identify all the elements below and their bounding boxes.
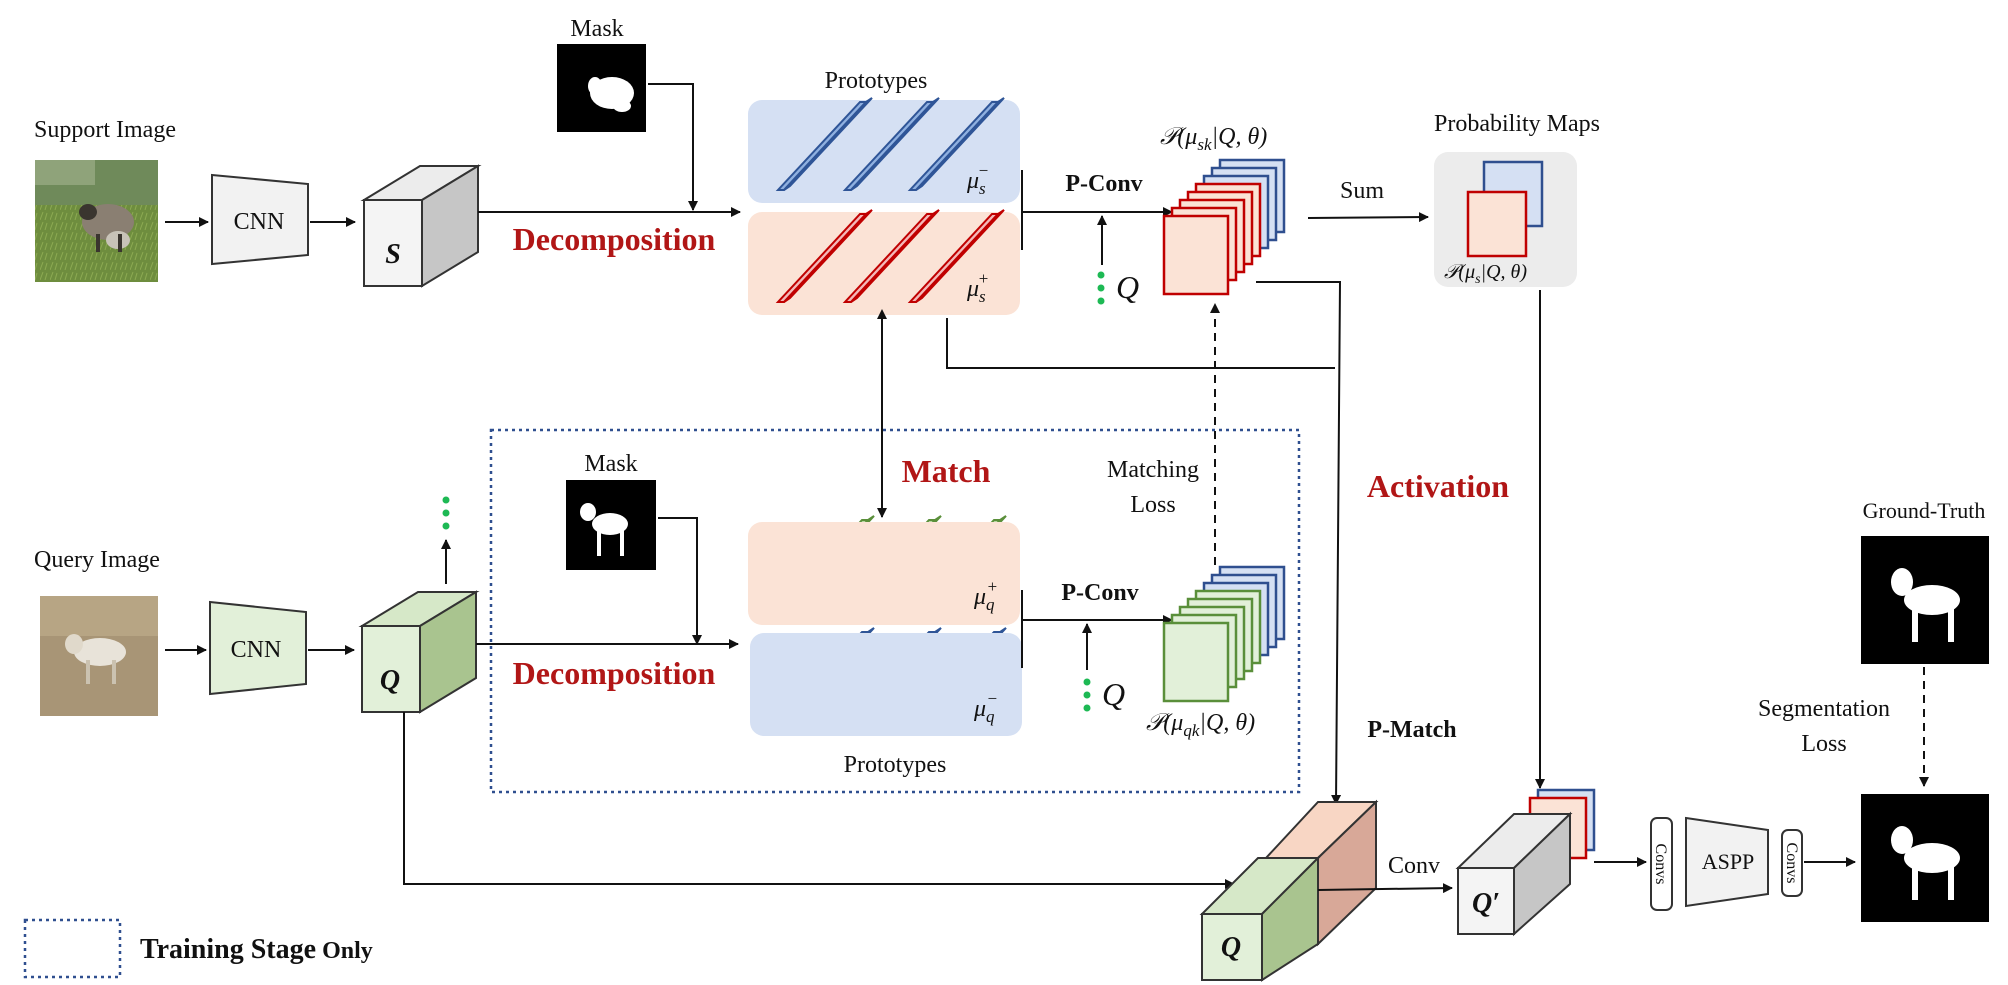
convs-block-b bbox=[1781, 829, 1803, 897]
p-match-label: P-Match bbox=[1367, 717, 1456, 743]
query-prototypes-label: Prototypes bbox=[844, 752, 947, 778]
query-feature-label: Q bbox=[380, 665, 400, 696]
support-pconv-label: P-Conv bbox=[1065, 171, 1142, 197]
support-mask-label: Mask bbox=[570, 16, 623, 42]
query-query-label: Q bbox=[1102, 676, 1125, 712]
support-negative-prototype-bar bbox=[907, 97, 1005, 191]
query-cnn-block bbox=[209, 600, 307, 696]
support-positive-prototype-bar bbox=[775, 209, 873, 303]
support-mu-neg: μs− bbox=[966, 161, 989, 198]
q-prime-cube bbox=[1455, 788, 1596, 937]
ground-truth-label: Ground-Truth bbox=[1863, 498, 1986, 523]
query-decomposition-label: Decomposition bbox=[513, 655, 716, 691]
concat-query-label: Q bbox=[1221, 932, 1241, 963]
support-feature-cube bbox=[360, 164, 482, 288]
support-probability-stack bbox=[1162, 158, 1286, 296]
probability-maps-label: Probability Maps bbox=[1434, 111, 1600, 137]
support-image-label: Support Image bbox=[34, 117, 176, 143]
query-mu-neg: μq− bbox=[973, 689, 998, 726]
query-feature-dots bbox=[442, 496, 450, 530]
support-image bbox=[35, 160, 158, 282]
support-feature-label: S bbox=[385, 239, 401, 270]
match-label: Match bbox=[902, 453, 991, 489]
sum-label: Sum bbox=[1340, 178, 1384, 204]
query-probability-label: 𝒫(μqk|Q, θ) bbox=[1146, 710, 1255, 740]
segmentation-loss-line2: Loss bbox=[1801, 731, 1846, 757]
query-mask-label: Mask bbox=[584, 451, 637, 477]
convs-label-a: Convs bbox=[1652, 844, 1669, 885]
matching-loss-line2: Loss bbox=[1130, 492, 1175, 518]
support-mu-pos: μs+ bbox=[966, 269, 989, 306]
support-cnn-block bbox=[211, 173, 309, 266]
query-image-label: Query Image bbox=[34, 547, 160, 573]
support-cnn-label: CNN bbox=[234, 209, 285, 235]
query-probability-stack bbox=[1162, 565, 1286, 703]
support-decomposition-label: Decomposition bbox=[513, 221, 716, 257]
convs-block-a bbox=[1650, 817, 1673, 911]
support-query-dots bbox=[1097, 271, 1105, 305]
query-mu-pos: μq+ bbox=[973, 577, 998, 614]
support-probability-label: 𝒫(μsk|Q, θ) bbox=[1160, 124, 1267, 154]
aspp-block bbox=[1685, 816, 1769, 908]
ground-truth-image bbox=[1861, 536, 1989, 664]
support-positive-prototype-bar bbox=[907, 209, 1005, 303]
matching-loss-line1: Matching bbox=[1107, 457, 1199, 483]
segmentation-loss-line1: Segmentation bbox=[1758, 696, 1890, 722]
query-pconv-label: P-Conv bbox=[1061, 580, 1138, 606]
legend-label: Training Stage Only bbox=[140, 934, 373, 965]
support-negative-prototype-bar bbox=[775, 97, 873, 191]
legend-swatch bbox=[23, 918, 122, 979]
query-feature-cube bbox=[358, 590, 480, 714]
support-prototypes-label: Prototypes bbox=[825, 68, 928, 94]
activation-label: Activation bbox=[1367, 468, 1509, 504]
query-query-dots bbox=[1083, 678, 1091, 712]
concat-cube bbox=[1199, 799, 1379, 982]
query-cnn-label: CNN bbox=[231, 637, 282, 663]
training-stage-region bbox=[489, 428, 1301, 794]
support-positive-prototype-bar bbox=[842, 209, 940, 303]
support-mask-image bbox=[557, 44, 646, 132]
query-image bbox=[40, 596, 158, 716]
support-query-label: Q bbox=[1116, 269, 1139, 305]
q-prime-label: Q′ bbox=[1472, 888, 1500, 919]
query-positive-prototypes-panel bbox=[748, 522, 1020, 625]
query-mask-image bbox=[566, 480, 656, 570]
query-negative-prototypes-panel bbox=[750, 633, 1022, 736]
support-negative-prototype-bar bbox=[842, 97, 940, 191]
conv-label: Conv bbox=[1388, 853, 1440, 879]
aspp-label: ASPP bbox=[1702, 849, 1755, 874]
probability-maps-formula: 𝒫(μs|Q, θ) bbox=[1444, 261, 1527, 287]
prediction-image bbox=[1861, 794, 1989, 922]
convs-label-b: Convs bbox=[1783, 843, 1800, 884]
